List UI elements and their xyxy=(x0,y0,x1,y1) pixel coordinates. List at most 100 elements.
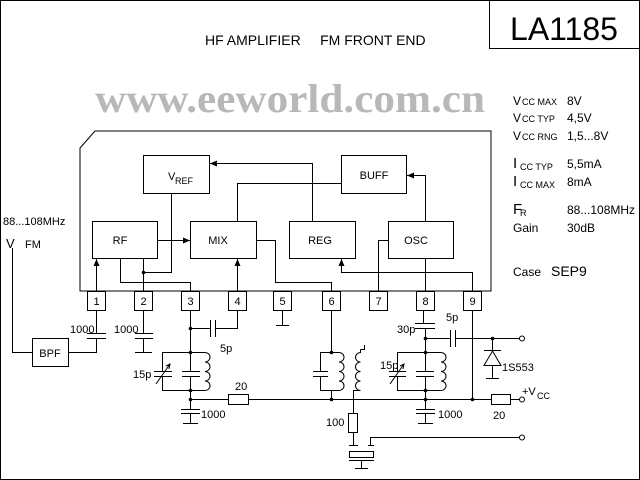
part-number: LA1185 xyxy=(510,11,618,47)
bpf-label: BPF xyxy=(39,348,61,360)
spec-param: F xyxy=(513,201,522,218)
junction-dot xyxy=(188,388,193,393)
pin-number: 7 xyxy=(375,296,381,308)
c-left-bot-label: 1000 xyxy=(201,409,225,421)
spec-param-sub: R xyxy=(520,208,527,218)
output-terminal[interactable] xyxy=(519,434,525,441)
if-transformer xyxy=(313,310,520,469)
spec-value: 4,5V xyxy=(567,111,592,125)
svg-text:OSC: OSC xyxy=(404,235,428,247)
internal-wiring xyxy=(93,160,473,291)
rf-tank-circuit xyxy=(154,310,491,424)
spec-value: 1,5...8V xyxy=(567,129,608,143)
antenna-label: FM xyxy=(25,239,41,251)
c-pin2-label: 1000 xyxy=(114,324,138,336)
spec-param: I xyxy=(513,173,517,190)
junction-dot xyxy=(188,326,193,331)
svg-text:REG: REG xyxy=(308,235,332,247)
block-osc: OSC xyxy=(388,221,454,259)
spec-value: 30dB xyxy=(567,221,595,235)
pin-8: 8 xyxy=(416,291,435,311)
c-pin1-label: 1000 xyxy=(70,324,94,336)
junction-dot xyxy=(423,350,428,355)
vc-right-label: 15p xyxy=(380,360,398,372)
pin-number: 1 xyxy=(93,296,99,308)
block-vref: V REF xyxy=(143,155,210,194)
vcc-terminal[interactable] xyxy=(519,396,525,403)
spec-param-sub: CC TYP xyxy=(520,162,553,172)
junction-dot xyxy=(188,350,193,355)
watermark: www.eeworld.com.cn xyxy=(95,76,485,121)
diode-label: 1S553 xyxy=(502,362,534,374)
vcc-label: +V xyxy=(522,386,536,398)
block-rf: RF xyxy=(92,221,158,259)
vcc-label-sub: CC xyxy=(537,391,550,401)
junction-dot xyxy=(423,397,428,402)
svg-text:V: V xyxy=(168,171,176,183)
pin-2: 2 xyxy=(134,291,153,311)
spec-param-sub: CC MAX xyxy=(522,97,557,107)
antenna-frequency: 88...108MHz xyxy=(3,216,65,228)
junction-dot xyxy=(423,336,428,341)
junction-dot xyxy=(188,397,193,402)
pin-6: 6 xyxy=(322,291,341,311)
spec-value: 5,5mA xyxy=(567,157,602,171)
pin-1: 1 xyxy=(87,291,106,311)
ic-pins: 1 2 3 4 5 6 7 8 9 xyxy=(87,291,482,311)
spec-param: V xyxy=(513,111,521,125)
varicap-diode xyxy=(483,338,502,379)
spec-row: Gain 30dB xyxy=(513,221,595,235)
input-wiring xyxy=(12,248,153,367)
spec-param: Gain xyxy=(513,221,538,235)
vc-left-label: 15p xyxy=(133,369,151,381)
block-mix: MIX xyxy=(190,221,257,259)
c-osc-label: 5p xyxy=(446,312,458,324)
r-ceramic-label: 100 xyxy=(326,417,344,429)
page-title: HF AMPLIFIER FM FRONT END xyxy=(205,32,426,48)
junction-dot xyxy=(329,350,334,355)
pin-number: 9 xyxy=(469,296,475,308)
antenna-icon: V xyxy=(6,236,15,251)
spec-value: SEP9 xyxy=(551,263,587,279)
junction-dot xyxy=(141,270,146,275)
pin-7: 7 xyxy=(369,291,388,311)
ic-outline xyxy=(79,130,492,292)
svg-text:RF: RF xyxy=(113,235,128,247)
osc-terminal[interactable] xyxy=(519,335,525,342)
pin-number: 2 xyxy=(140,296,146,308)
pin-4: 4 xyxy=(228,291,247,311)
junction-dot xyxy=(329,397,334,402)
r-left-label: 20 xyxy=(235,381,247,393)
pin-5: 5 xyxy=(273,291,292,311)
block-buff: BUFF xyxy=(341,155,407,194)
pin-9: 9 xyxy=(463,291,482,311)
c-pin8-label: 30p xyxy=(397,324,415,336)
spec-param-sub: CC RNG xyxy=(522,132,558,142)
spec-param: V xyxy=(513,129,521,143)
junction-dot xyxy=(423,388,428,393)
spec-param: V xyxy=(513,94,521,108)
junction-dot xyxy=(490,336,495,341)
spec-value: 8mA xyxy=(567,175,592,189)
block-reg: REG xyxy=(289,221,356,259)
svg-text:REF: REF xyxy=(175,176,194,186)
spec-param-sub: CC TYP xyxy=(522,114,555,124)
c-right-bot-label: 1000 xyxy=(438,409,462,421)
svg-text:MIX: MIX xyxy=(208,235,228,247)
r-vcc-label: 20 xyxy=(493,410,505,422)
spec-param: I xyxy=(513,155,517,172)
pin-number: 3 xyxy=(187,296,193,308)
spec-value: 8V xyxy=(567,94,582,108)
pin-number: 5 xyxy=(279,296,285,308)
junction-dot xyxy=(470,397,475,402)
spec-param: Case xyxy=(513,265,541,279)
svg-text:BUFF: BUFF xyxy=(360,170,389,182)
